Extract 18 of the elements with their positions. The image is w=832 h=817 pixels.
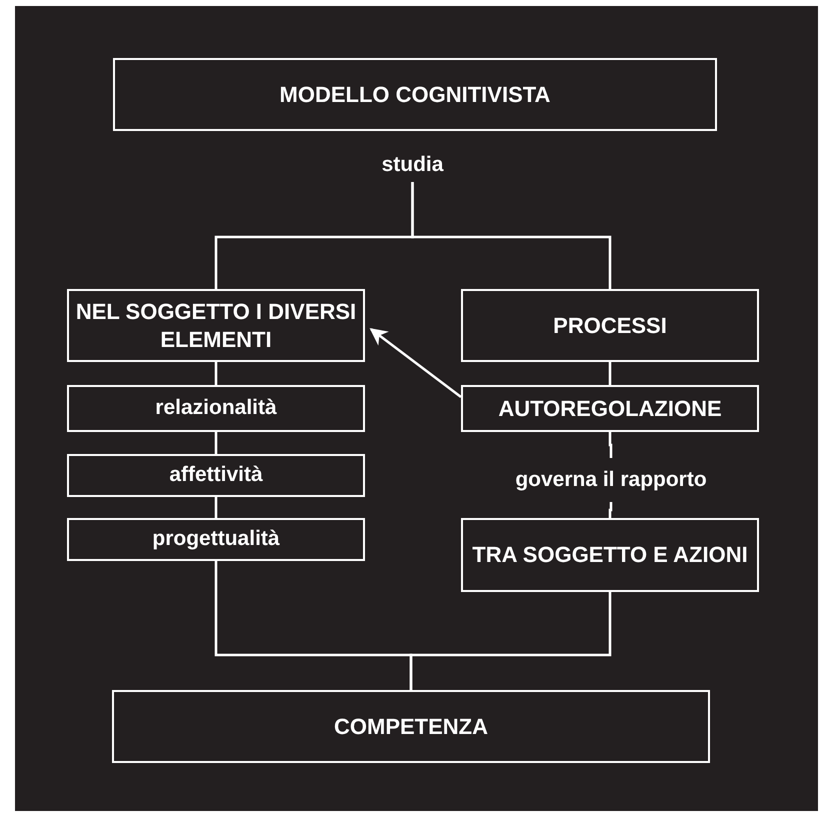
concept-box: affettività <box>67 454 365 497</box>
concept-box: progettualità <box>67 518 365 561</box>
concept-box: PROCESSI <box>461 289 759 362</box>
connector-line <box>411 182 612 289</box>
connector-line <box>608 502 612 518</box>
arrow <box>370 328 462 398</box>
concept-box: COMPETENZA <box>112 690 710 763</box>
concept-box: MODELLO COGNITIVISTA <box>113 58 717 131</box>
concept-box: relazionalità <box>67 385 365 432</box>
connector-line <box>608 432 612 458</box>
connector-line <box>214 362 218 385</box>
concept-box: AUTOREGOLAZIONE <box>461 385 759 432</box>
connector-line <box>214 497 218 518</box>
connector-line <box>214 432 218 454</box>
concept-box: TRA SOGGETTO E AZIONI <box>461 518 759 592</box>
connector-line <box>410 592 612 690</box>
concept-box: NEL SOGGETTO I DIVERSI ELEMENTI <box>67 289 365 362</box>
connector-line <box>608 362 612 385</box>
